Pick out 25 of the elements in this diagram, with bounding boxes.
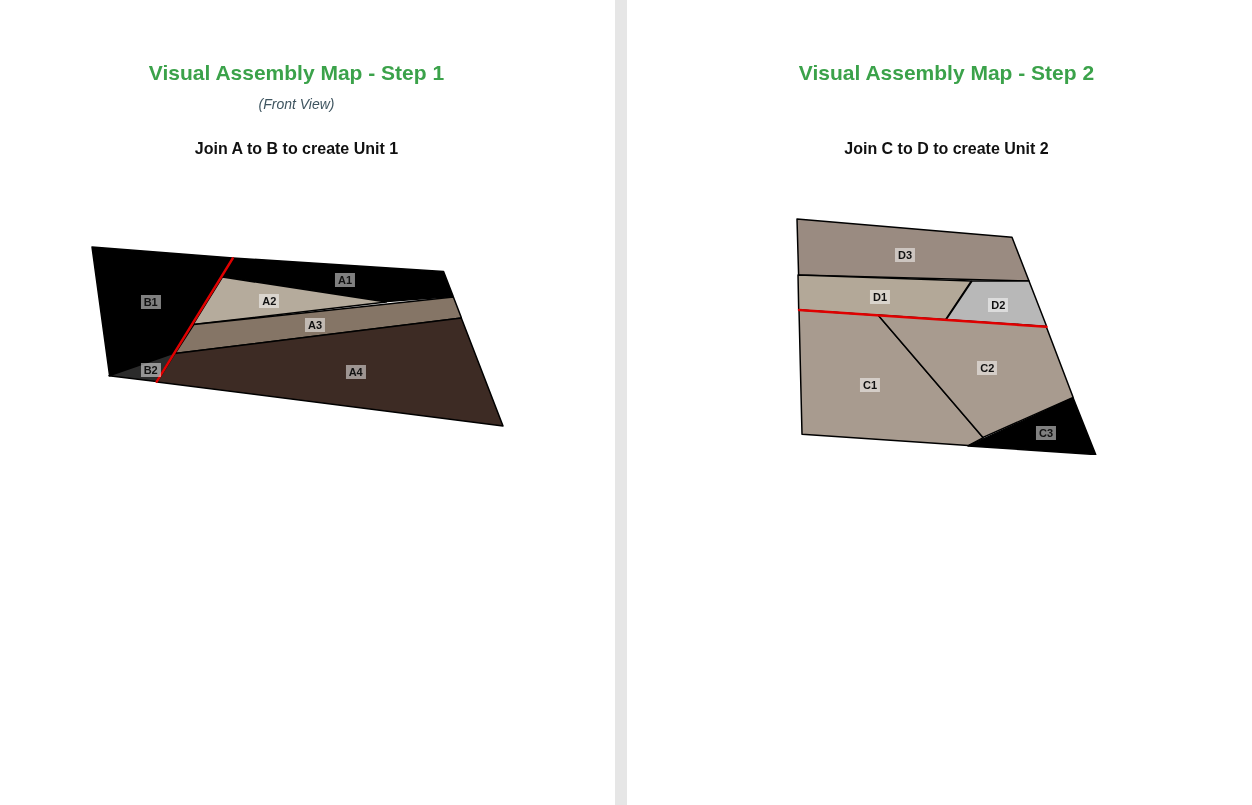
quilt-patch	[795, 218, 1030, 282]
quilt-patch	[221, 257, 454, 303]
page-heading: Visual Assembly Map - Step 1	[148, 60, 445, 86]
patch-label: A2	[259, 294, 280, 309]
patch-label: A4	[345, 365, 366, 379]
patch-label: D2	[988, 297, 1009, 312]
page-heading: Visual Assembly Map - Step 2	[798, 60, 1095, 86]
step-instruction: Join A to B to create Unit 1	[194, 139, 399, 159]
view-note: (Front View)	[258, 95, 335, 113]
patch-label: B2	[140, 363, 161, 377]
patch-label: D3	[894, 247, 915, 262]
quilt-patch	[797, 274, 973, 321]
patch-label: A1	[334, 273, 355, 287]
patch-label: D1	[869, 290, 890, 304]
patch-label: A3	[304, 318, 326, 332]
patch-label: C2	[977, 361, 998, 376]
step-instruction: Join C to D to create Unit 2	[844, 139, 1049, 159]
patch-label: B1	[140, 295, 161, 309]
patch-label: C1	[859, 378, 881, 392]
quilt-patch	[877, 314, 1075, 439]
quilt-patch	[173, 295, 462, 355]
patch-label: C3	[1035, 426, 1056, 440]
quilt-patch	[944, 280, 1048, 328]
quilt-patch	[967, 396, 1097, 456]
quilt-patch	[90, 246, 234, 377]
